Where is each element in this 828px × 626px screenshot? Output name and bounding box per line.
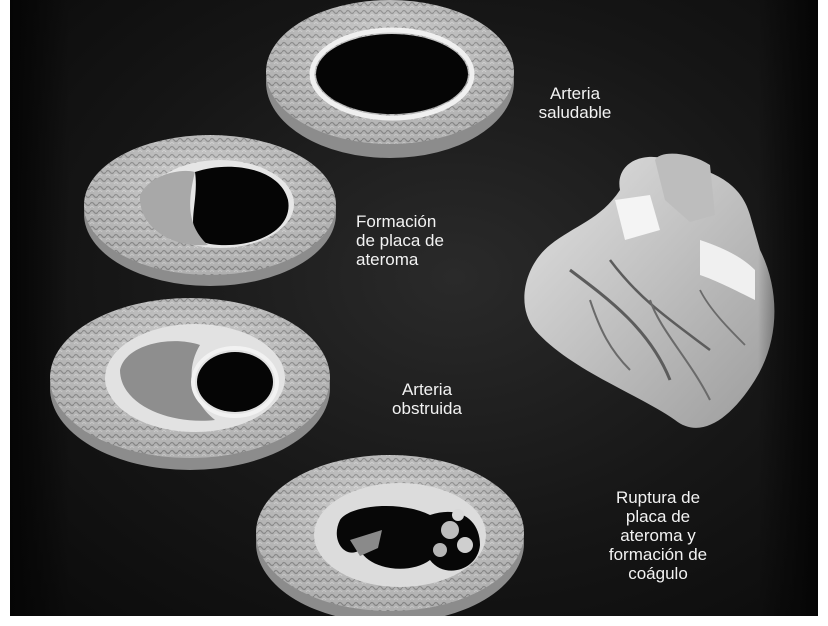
label-rupture-clot: Ruptura de placa de ateroma y formación … — [588, 488, 728, 583]
photo-frame: Arteria saludable Formación de placa de … — [10, 0, 818, 616]
heart-illustration — [524, 154, 774, 428]
label-healthy-artery: Arteria saludable — [515, 84, 635, 122]
ruptured-plaque-ring — [256, 455, 524, 616]
healthy-artery-ring — [266, 0, 514, 158]
label-obstructed-artery: Arteria obstruida — [372, 380, 482, 418]
label-plaque-formation: Formación de placa de ateroma — [356, 212, 486, 269]
plaque-formation-ring — [84, 135, 336, 286]
obstructed-artery-ring — [50, 298, 330, 470]
